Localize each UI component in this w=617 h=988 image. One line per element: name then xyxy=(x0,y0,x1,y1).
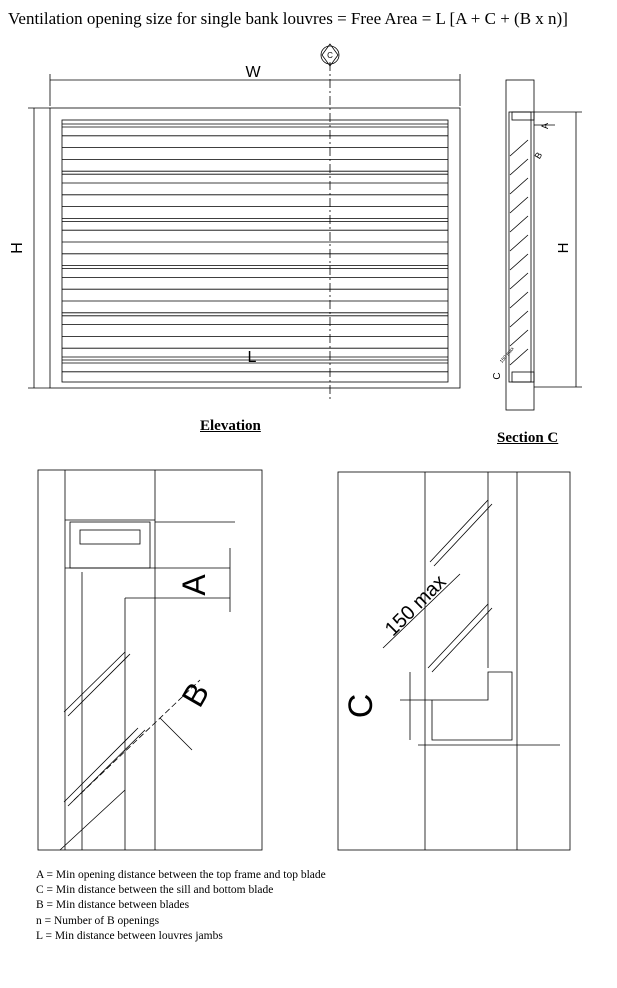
elevation-outer-frame xyxy=(49,107,461,389)
section-c-view xyxy=(505,79,582,411)
wall-section xyxy=(505,79,535,411)
detail-top-border xyxy=(37,469,263,851)
c-label-small: C xyxy=(492,372,503,379)
max-dim-line xyxy=(382,573,461,649)
blade-lower-back xyxy=(431,607,493,673)
section-blade xyxy=(509,139,529,157)
section-blade xyxy=(509,234,529,252)
section-blade xyxy=(509,177,529,195)
head-frame-detail xyxy=(79,529,141,545)
top-frame-section xyxy=(511,111,535,121)
a-label-detail: A xyxy=(176,574,212,596)
legend-item-l: L = Min distance between louvres jambs xyxy=(36,929,223,942)
b-dim-line xyxy=(159,717,193,751)
a-label-small: A xyxy=(540,123,550,129)
section-blade xyxy=(509,196,529,214)
blade-upper-back xyxy=(433,503,493,567)
detail-bottom-view xyxy=(337,471,571,851)
blade-upper xyxy=(429,499,489,563)
detail-bottom-border xyxy=(337,471,571,851)
elevation-caption: Elevation xyxy=(200,418,261,434)
legend-item-n: n = Number of B openings xyxy=(36,914,160,927)
section-blade xyxy=(509,348,529,366)
head-frame-profile xyxy=(69,521,151,569)
blade-1-back xyxy=(67,653,131,717)
section-blade xyxy=(509,329,529,347)
louvre-section xyxy=(508,111,532,383)
section-marker-circle xyxy=(320,45,340,65)
elevation-view xyxy=(28,43,461,400)
section-blade xyxy=(509,215,529,233)
formula-title: Ventilation opening size for single bank… xyxy=(8,9,568,28)
blade-3 xyxy=(59,789,126,851)
section-marker-label: C xyxy=(327,51,333,60)
section-blade xyxy=(509,310,529,328)
legend: A = Min opening distance between the top… xyxy=(36,868,326,944)
section-marker-arrow xyxy=(321,43,339,67)
legend-item-c: C = Min distance between the sill and bo… xyxy=(36,884,274,897)
sill-profile xyxy=(430,671,513,741)
w-label: W xyxy=(245,64,261,81)
max-label-detail: 150 max xyxy=(381,571,451,641)
l-label: L xyxy=(248,349,257,366)
b-label-small: B xyxy=(533,150,545,160)
h-label-section: H xyxy=(555,243,572,254)
blade-2 xyxy=(63,727,139,803)
h-label-elevation: H xyxy=(9,242,26,254)
blade-2-back xyxy=(67,729,146,807)
section-blade xyxy=(509,291,529,309)
blade-1 xyxy=(63,651,126,713)
section-caption: Section C xyxy=(497,430,559,446)
elevation-blades xyxy=(62,123,448,373)
c-label-detail: C xyxy=(342,694,380,719)
b-label-detail: B xyxy=(175,676,217,712)
detail-top-view xyxy=(37,469,263,851)
blade-lower xyxy=(427,603,489,669)
section-blade xyxy=(509,158,529,176)
legend-item-b: B = Min distance between blades xyxy=(36,899,190,912)
section-c-blades xyxy=(509,139,529,366)
b-dim-extension xyxy=(73,679,201,801)
sill-section xyxy=(511,371,535,383)
section-blade xyxy=(509,253,529,271)
section-blade xyxy=(509,272,529,290)
legend-item-a: A = Min opening distance between the top… xyxy=(36,869,326,881)
elevation-inner-frame xyxy=(61,119,449,383)
